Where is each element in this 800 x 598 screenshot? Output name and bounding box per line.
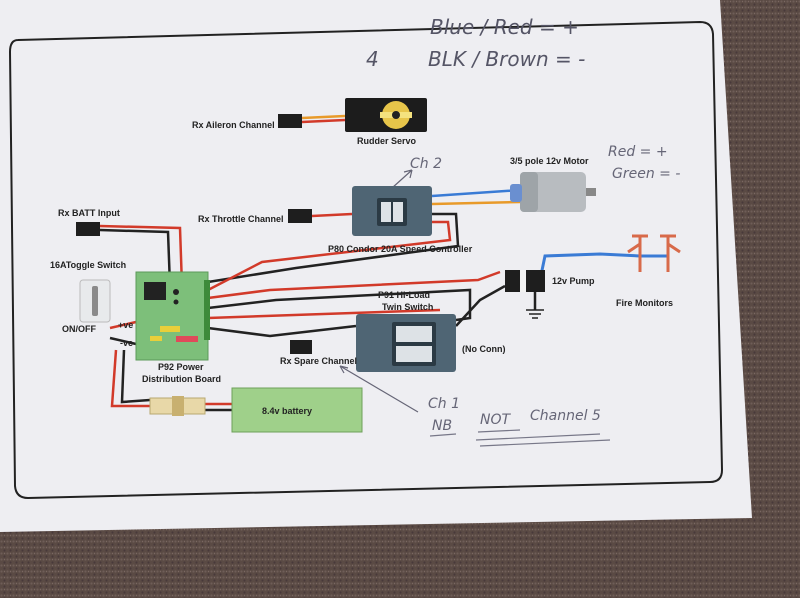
arrow-ch2: [391, 169, 413, 189]
battery: [149, 387, 363, 433]
label-pdb-line1: P92 Power: [158, 362, 204, 372]
note-number-4: 4: [366, 47, 379, 71]
label-no-conn: (No Conn): [462, 344, 505, 354]
legend-negative: BLK / Brown = -: [428, 47, 585, 71]
label-pump: 12v Pump: [552, 276, 595, 286]
note-not: NOT: [480, 412, 511, 428]
label-neg-ve: -ve: [120, 338, 133, 348]
label-motor: 3/5 pole 12v Motor: [510, 156, 589, 166]
label-rx-throttle: Rx Throttle Channel: [198, 214, 284, 224]
underline-notes: [429, 429, 611, 447]
label-toggle: 16AToggle Switch: [50, 260, 126, 270]
speed-controller: [352, 186, 432, 236]
power-distribution-board: [135, 271, 210, 361]
rx-batt-connector: [76, 222, 100, 236]
note-ch2: Ch 2: [410, 156, 442, 172]
label-on-off: ON/OFF: [62, 324, 96, 334]
label-rx-spare: Rx Spare Channel: [280, 356, 357, 366]
pump: [505, 270, 545, 292]
fire-monitors: [627, 234, 681, 272]
label-battery: 8.4v battery: [262, 406, 312, 416]
throttle-connector: [288, 209, 312, 223]
label-pos-ve: +ve: [118, 320, 133, 330]
note-green-minus: Green = -: [612, 166, 680, 182]
note-nb: NB: [432, 418, 452, 434]
diagram-border: [8, 20, 724, 500]
note-ch1: Ch 1: [428, 396, 460, 412]
label-twin-line1: P91 Hi-Load: [378, 290, 430, 300]
note-red-plus: Red = +: [608, 144, 668, 160]
label-fire-monitors: Fire Monitors: [616, 298, 673, 308]
label-rx-aileron: Rx Aileron Channel: [192, 120, 275, 130]
wiring: [99, 114, 670, 412]
aileron-connector: [278, 114, 302, 128]
arrow-ch1: [339, 365, 419, 413]
toggle-switch: [79, 279, 111, 323]
twin-switch: [356, 314, 456, 372]
label-rx-batt: Rx BATT Input: [58, 208, 120, 218]
spare-connector: [290, 340, 312, 354]
note-channel5: Channel 5: [530, 408, 601, 424]
label-rudder-servo: Rudder Servo: [357, 136, 417, 146]
label-esc: P80 Condor 20A Speed Controller: [328, 244, 473, 254]
rudder-servo: [345, 98, 427, 132]
motor: [510, 172, 596, 212]
legend-positive: Blue / Red = +: [430, 15, 579, 39]
label-twin-line2: Twin Switch: [382, 302, 433, 312]
label-pdb-line2: Distribution Board: [142, 374, 221, 384]
